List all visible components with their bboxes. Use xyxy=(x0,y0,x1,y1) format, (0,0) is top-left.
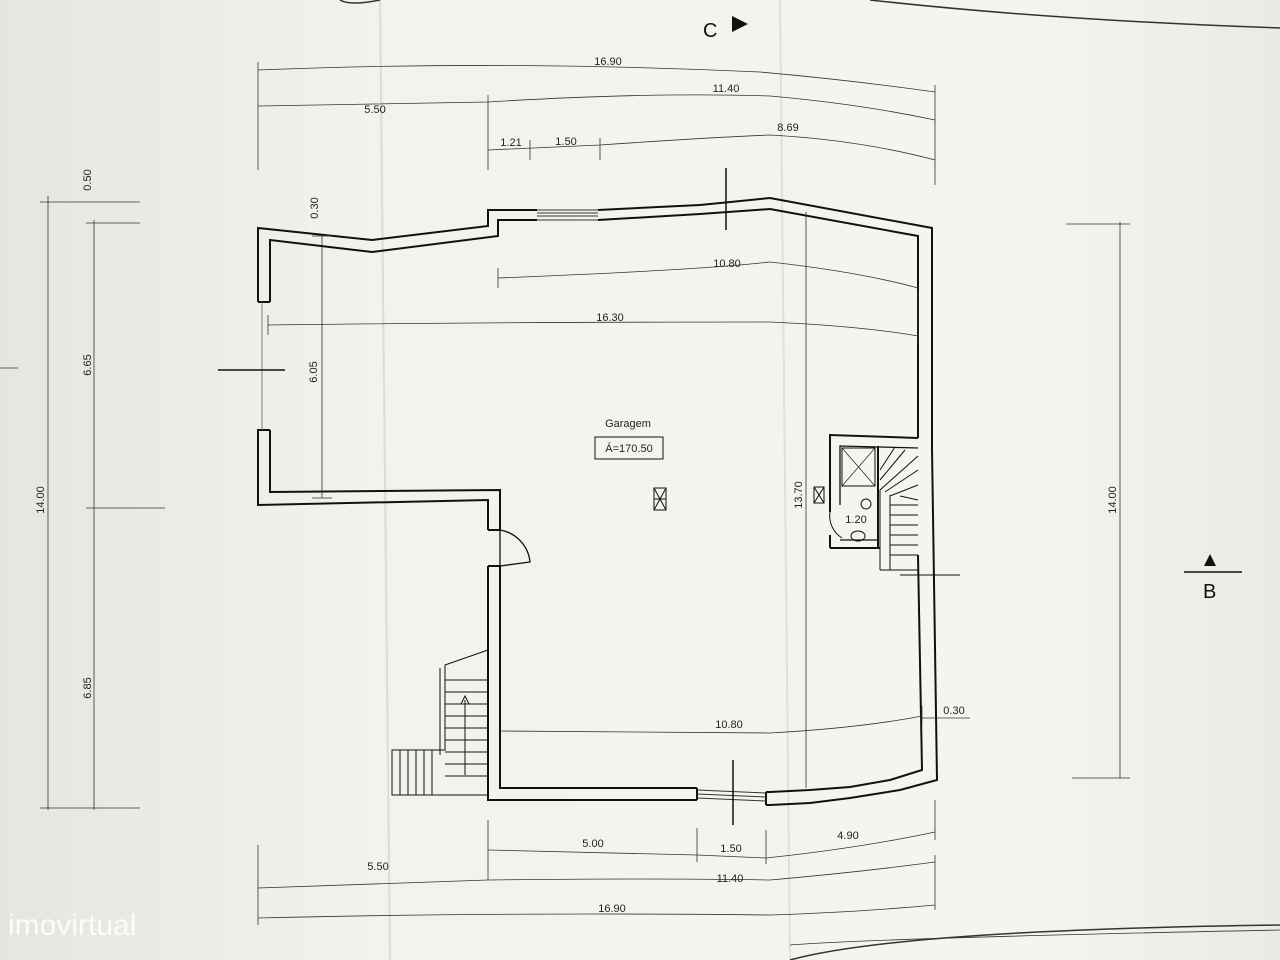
stairs-right xyxy=(879,446,960,576)
dim-left-total: 14.00 xyxy=(35,486,47,514)
dimension-lines xyxy=(0,62,1280,946)
inner-wall xyxy=(766,554,924,793)
outer-wall xyxy=(257,209,537,302)
dim-top-seg-a: 1.21 xyxy=(500,137,521,149)
dim-inner-left-height: 6.05 xyxy=(308,361,320,382)
dim-top-seg-c: 8.69 xyxy=(777,122,798,134)
dim-left-top-offset: 0.50 xyxy=(82,169,94,190)
paper-fold xyxy=(379,0,391,960)
dim-top-seg-b: 1.50 xyxy=(555,136,576,148)
outer-wall xyxy=(766,447,939,806)
dim-left-upper: 6.65 xyxy=(82,354,94,375)
walls xyxy=(257,196,939,806)
inner-wall xyxy=(499,566,697,789)
dim-right-total: 14.00 xyxy=(1107,486,1119,514)
dim-bottom-right: 11.40 xyxy=(717,873,744,885)
dim-bottom-seg-a: 5.00 xyxy=(582,838,603,850)
dim-inner-top: 10.80 xyxy=(713,258,741,270)
outer-wall xyxy=(597,196,933,448)
inner-wall xyxy=(269,430,501,530)
floor-drain-symbol xyxy=(653,487,667,511)
dim-inner-bottom: 10.80 xyxy=(715,719,743,731)
bathroom xyxy=(829,433,919,549)
dim-wall-top: 0.30 xyxy=(309,197,321,218)
sheet-edge xyxy=(869,0,1280,29)
dim-bottom-left: 5.50 xyxy=(367,861,388,873)
section-c-arrow xyxy=(732,16,748,32)
stairs-left xyxy=(391,649,489,796)
dim-bottom-seg-c: 4.90 xyxy=(837,830,858,842)
area-box xyxy=(594,436,664,460)
dim-bottom-total: 16.90 xyxy=(598,903,626,915)
room-area: Á=170.50 xyxy=(605,442,652,455)
dim-bottom-seg-b: 1.50 xyxy=(720,843,741,855)
dim-bath-width: 1.20 xyxy=(845,514,866,526)
dimension-labels: 16.90 11.40 5.50 1.21 1.50 8.69 10.80 16… xyxy=(35,56,1119,915)
window-bottom xyxy=(696,789,767,802)
outer-wall xyxy=(487,566,697,801)
dim-left-lower: 6.85 xyxy=(82,677,94,698)
sheet-edge xyxy=(789,924,1280,960)
inner-wall xyxy=(269,219,537,302)
dim-inner-right-height: 13.70 xyxy=(793,481,805,509)
dim-top-left: 5.50 xyxy=(364,104,385,116)
room-name: Garagem xyxy=(605,418,651,430)
door-swing xyxy=(499,529,531,567)
section-b-arrow xyxy=(1204,554,1216,566)
section-c-label: C xyxy=(703,20,717,42)
sheet-edge xyxy=(339,0,381,4)
section-b-label: B xyxy=(1203,581,1216,603)
paper-fold xyxy=(779,0,791,960)
watermark-logo: imovirtual xyxy=(8,909,136,942)
dim-top-total: 16.90 xyxy=(594,56,622,68)
window-top xyxy=(537,209,598,221)
vent-symbol xyxy=(813,486,825,504)
dim-inner-width: 16.30 xyxy=(596,312,624,324)
dim-top-right: 11.40 xyxy=(713,83,740,95)
dim-wall-bottom: 0.30 xyxy=(943,705,964,717)
